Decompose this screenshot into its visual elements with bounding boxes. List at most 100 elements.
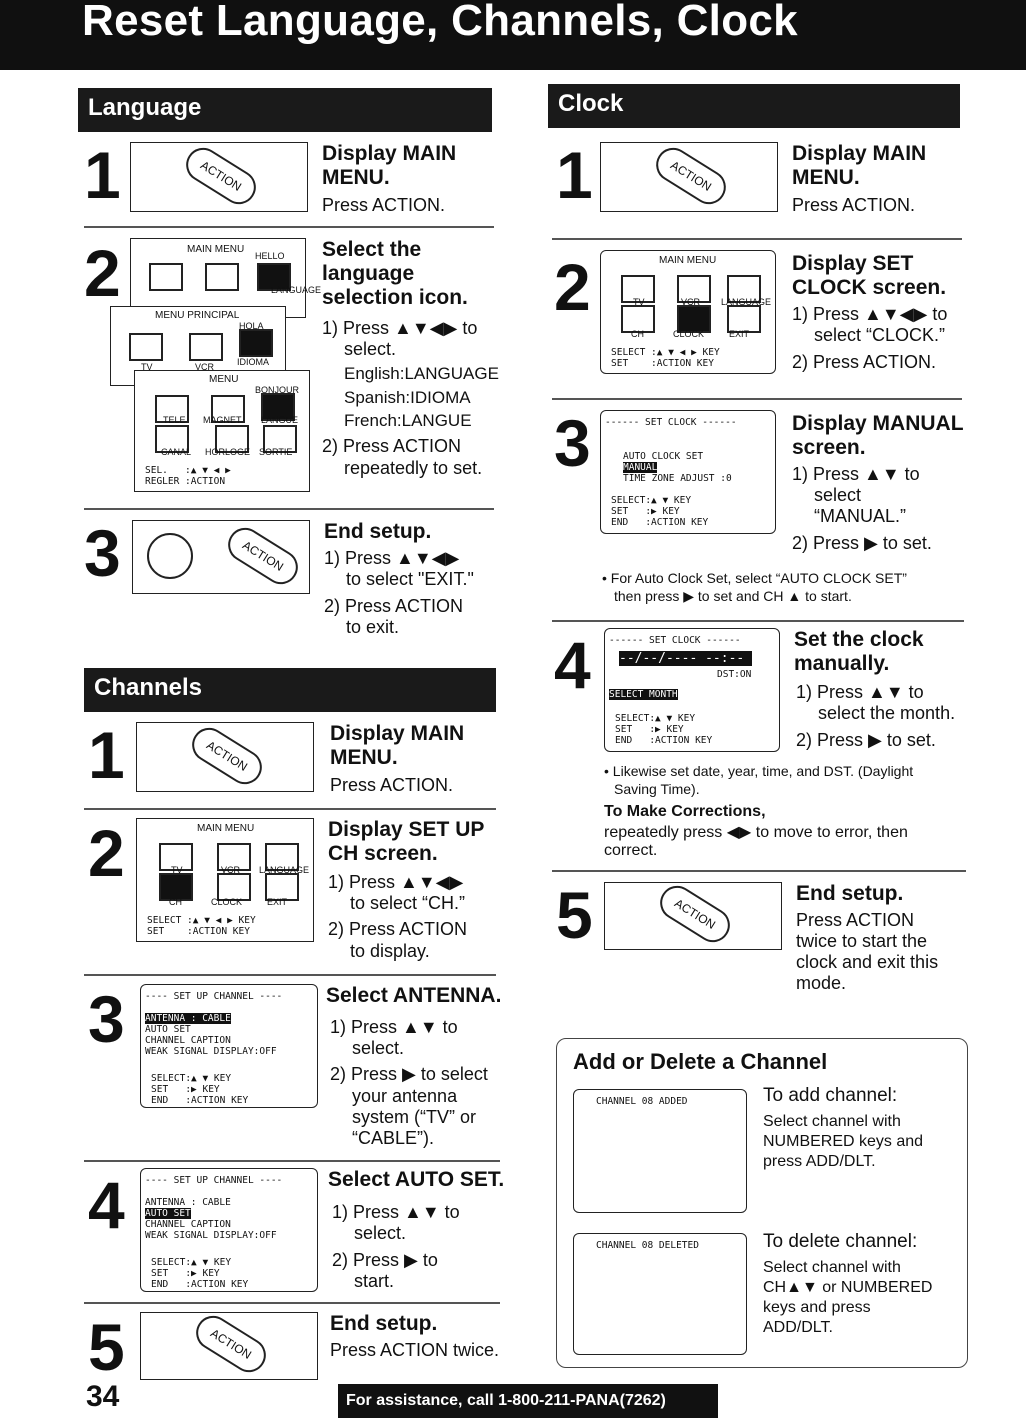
step-text: system (“TV” or: [352, 1107, 476, 1127]
step-text: Press ACTION: [796, 910, 915, 930]
menu-row: AUTO CLOCK SET: [623, 451, 704, 462]
remote-action-illustration: ACTION: [604, 879, 782, 950]
divider: [84, 974, 496, 976]
step-text: 2) Press ACTION: [322, 436, 462, 456]
step-text: select.: [352, 1038, 405, 1058]
step-text: 1) Press ▲▼◀▶ to: [792, 304, 948, 324]
icon-label: CH: [631, 329, 644, 339]
step-text: 2) Press ACTION: [324, 596, 464, 616]
instruction-text: Select channel with: [763, 1113, 901, 1130]
screen-title: ------ SET CLOCK ------: [609, 635, 741, 646]
tv-icon: [129, 333, 163, 361]
step-text: select: [814, 485, 862, 505]
step-text: to exit.: [346, 617, 400, 637]
screen-keys: SEL. :▲ ▼ ◀ ▶ REGLER :ACTION: [145, 465, 231, 487]
icon-label: LANGUAGE: [271, 285, 322, 295]
step-text: “MANUAL.”: [814, 506, 907, 526]
instruction-text: ADD/DLT.: [763, 1319, 833, 1336]
step-text: 1) Press ▲▼◀▶: [328, 872, 464, 892]
set-clock-manual-screen: ------ SET CLOCK ------ --/--/---- --:--…: [604, 628, 780, 752]
set-clock-screen: ------ SET CLOCK ------ AUTO CLOCK SET M…: [600, 410, 776, 534]
icon-label: TV: [141, 362, 153, 372]
action-button-icon: ACTION: [649, 141, 733, 211]
screen-title: MENU: [209, 374, 239, 385]
language-icon: [257, 263, 291, 291]
step-text: to select “CH.”: [350, 893, 466, 913]
step-title: End setup.: [796, 882, 904, 905]
screen-message: CHANNEL 08 DELETED: [596, 1240, 699, 1251]
step-title: Display MAIN MENU.: [792, 142, 927, 189]
language-header: Language: [78, 88, 492, 132]
language-icon: [265, 843, 299, 871]
set-up-channel-screen: ---- SET UP CHANNEL ---- ANTENNA : CABLE…: [140, 984, 318, 1108]
action-button-icon: ACTION: [185, 721, 269, 791]
screen-title: MAIN MENU: [187, 244, 245, 255]
date-time-field: --/--/---- --:--: [619, 651, 753, 666]
set-up-channel-screen: ---- SET UP CHANNEL ---- ANTENNA : CABLE…: [140, 1168, 318, 1292]
main-menu-screen: MAIN MENU HELLO LANGUAGE: [130, 238, 321, 318]
step-text: “CABLE”).: [352, 1128, 435, 1148]
instruction-text: CH▲▼ or NUMBERED: [763, 1279, 933, 1296]
instruction-text: keys and press: [763, 1299, 871, 1316]
icon-label: CLOCK: [673, 329, 705, 339]
note-text: then press ▶ to set and CH ▲ to start.: [614, 588, 852, 604]
icon-label: CH: [169, 897, 182, 907]
language-icon: [727, 275, 761, 303]
step-text: to select "EXIT.": [346, 569, 474, 589]
step-text: French:LANGUE: [344, 411, 472, 430]
step-text: 2) Press ▶ to: [332, 1250, 438, 1270]
channel-icon: [155, 425, 189, 453]
select-month-prompt: SELECT MONTH: [609, 689, 678, 700]
step-number: 3: [84, 516, 121, 590]
icon-label: CLOCK: [211, 897, 243, 907]
step-text: to display.: [350, 941, 430, 961]
screen-title: MENU PRINCIPAL: [155, 310, 240, 321]
note-text: • Likewise set date, year, time, and DST…: [604, 763, 914, 779]
vcr-icon: [677, 275, 711, 303]
step-text: 1) Press ▲▼ to: [332, 1202, 460, 1222]
icon-label: EXIT: [267, 897, 288, 907]
title-bar: Reset Language, Channels, Clock: [0, 0, 1026, 70]
tv-icon: [159, 843, 193, 871]
french-menu-screen: MENU BONJOUR TELE MAGNET LANGUE CANAL HO…: [134, 370, 310, 492]
channel-icon: [621, 305, 655, 333]
add-delete-channel-box: Add or Delete a Channel CHANNEL 08 ADDED…: [556, 1038, 968, 1368]
step-title: Display SET UP CH screen.: [328, 818, 485, 865]
channel-deleted-screen: CHANNEL 08 DELETED: [573, 1233, 747, 1355]
step-text: 1) Press ▲▼◀▶ to: [322, 318, 478, 338]
step-number: 2: [88, 816, 125, 890]
step-title: End setup.: [324, 520, 432, 543]
step-number: 1: [556, 138, 593, 212]
step-title: Display MANUAL screen.: [792, 412, 964, 459]
box-title: Add or Delete a Channel: [573, 1049, 828, 1074]
remote-illustration: ACTION: [132, 520, 310, 594]
icon-label: CANAL: [161, 447, 192, 457]
action-button-icon: ACTION: [189, 1309, 273, 1379]
step-number: 5: [556, 878, 593, 952]
screen-title: ---- SET UP CHANNEL ----: [145, 1175, 283, 1186]
menu-row: TIME ZONE ADJUST :0: [623, 473, 732, 484]
screen-keys: SELECT:▲ ▼ KEY SET :▶ KEY END :ACTION KE…: [151, 1257, 249, 1290]
language-icon: [261, 393, 295, 421]
instruction-text: Select channel with: [763, 1259, 901, 1276]
channel-icon: [159, 873, 193, 901]
menu-row-selected: ANTENNA : CABLE: [145, 1013, 231, 1024]
icon-label: IDIOMA: [237, 357, 270, 367]
instruction-title: To delete channel:: [763, 1231, 918, 1252]
step-text: 2) Press ▶ to set.: [792, 533, 932, 553]
tv-icon: [621, 275, 655, 303]
divider: [552, 398, 962, 400]
step-text: Press ACTION.: [330, 775, 454, 795]
step-text: 1) Press ▲▼ to: [796, 682, 924, 702]
step-text: Spanish:IDIOMA: [344, 388, 471, 407]
screen-keys: SELECT:▲ ▼ KEY SET :▶ KEY END :ACTION KE…: [615, 713, 713, 746]
screen-keys: SELECT :▲ ▼ ◀ ▶ KEY SET :ACTION KEY: [611, 347, 720, 369]
clock-icon: [215, 425, 249, 453]
screen-greeting: HOLA: [239, 321, 264, 331]
menu-row-selected: MANUAL: [623, 462, 658, 473]
divider: [552, 620, 964, 622]
icon-label: LANGUE: [261, 415, 299, 425]
step-title: End setup.: [330, 1312, 438, 1335]
divider: [84, 808, 496, 810]
screen-greeting: HELLO: [255, 251, 285, 261]
